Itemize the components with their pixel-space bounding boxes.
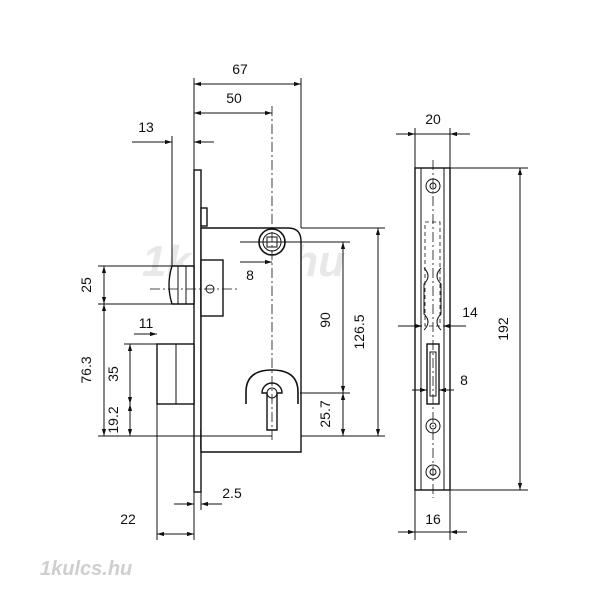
- dim-8-slot: 8: [460, 372, 468, 388]
- latch-profile-left: [423, 267, 429, 331]
- dim-19-2: 19.2: [105, 406, 121, 433]
- latch-bolt: [168, 265, 195, 305]
- dimension-labels-side: 67 50 13 25 8 11 76.3 35 19.2 90 25.7 12…: [78, 61, 367, 527]
- latch-profile-right: [436, 267, 442, 331]
- dim-35: 35: [105, 366, 121, 382]
- dimension-lines: [101, 81, 381, 537]
- dim-90: 90: [317, 312, 333, 328]
- latch-mechanism: [200, 259, 224, 317]
- dim-13: 13: [138, 119, 154, 135]
- dim-25-7: 25.7: [317, 400, 333, 427]
- dim-8-offset: 8: [246, 267, 254, 283]
- dim-20: 20: [425, 111, 441, 127]
- dim-67: 67: [232, 61, 248, 77]
- dim-25: 25: [78, 277, 94, 293]
- faceplate-front-view: [414, 160, 451, 498]
- faceplate-front: [414, 167, 451, 491]
- dim-22: 22: [120, 511, 136, 527]
- dim-11: 11: [139, 315, 154, 331]
- lock-side-view: [150, 106, 302, 493]
- faceplate-tab-top: [200, 207, 208, 227]
- dimension-lines-front: [396, 128, 528, 540]
- dim-126-5: 126.5: [351, 314, 367, 349]
- dim-50: 50: [226, 90, 242, 106]
- dimension-labels-front: 20 14 192 8 16: [425, 111, 511, 527]
- watermark-logo: 1kulcs.hu: [40, 558, 132, 580]
- latch-opening: [424, 221, 441, 327]
- dim-76-3: 76.3: [78, 356, 94, 383]
- extension-lines: [98, 78, 385, 540]
- dim-2-5: 2.5: [222, 485, 242, 501]
- dim-192: 192: [495, 317, 511, 341]
- faceplate: [193, 169, 202, 493]
- dim-16: 16: [425, 511, 441, 527]
- cylinder-housing: [245, 369, 299, 404]
- dim-14: 14: [462, 304, 478, 320]
